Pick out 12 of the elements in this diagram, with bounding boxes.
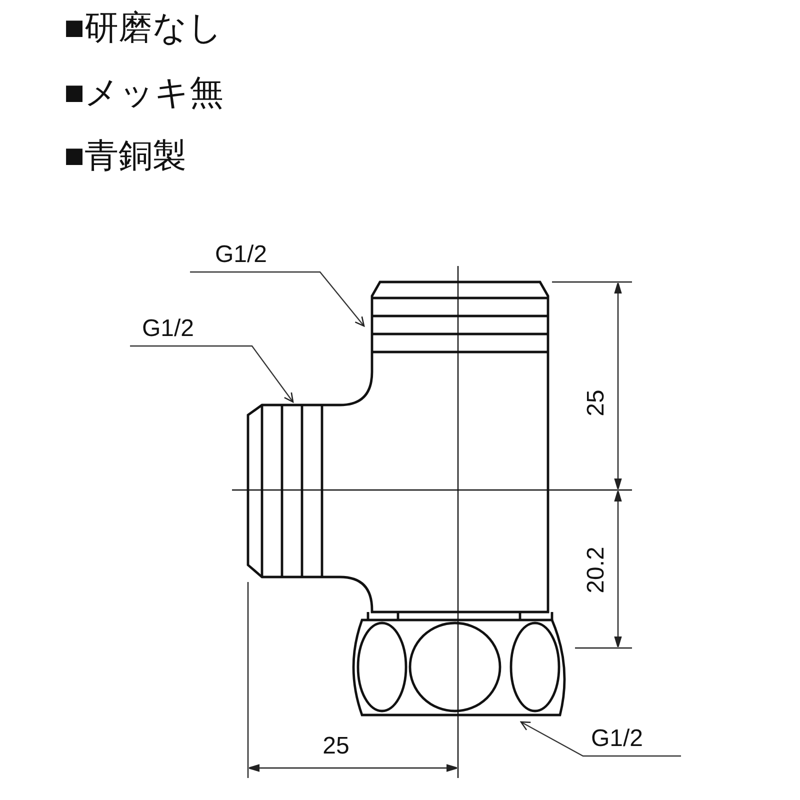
callout-label: G1/2 [130, 312, 252, 346]
dimension-value: 25 [582, 390, 611, 416]
leader-line [190, 271, 365, 327]
callout-label: G1/2 [583, 722, 681, 756]
spec-note: ■研磨なし [64, 8, 223, 49]
leader-line [130, 345, 294, 403]
dimension-value: 25 [322, 732, 350, 762]
spec-note: ■青銅製 [64, 136, 187, 177]
dimension-value: 20.2 [582, 546, 611, 594]
callout-label: G1/2 [190, 238, 320, 272]
spec-note: ■メッキ無 [64, 73, 224, 114]
leader-line [520, 721, 681, 757]
